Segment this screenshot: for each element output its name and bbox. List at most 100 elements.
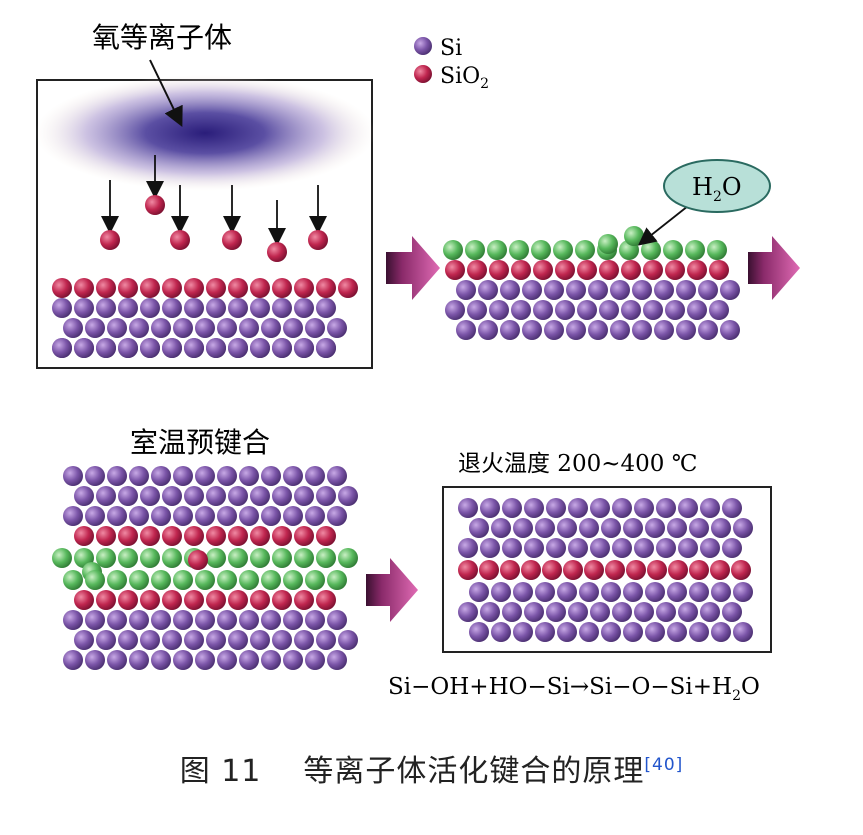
sio2-atom [250,278,270,298]
si-atom [129,610,149,630]
si-atom [173,650,193,670]
si-atom [654,320,674,340]
sio2-atom [458,560,478,580]
si-atom [612,538,632,558]
anneal-label: 退火温度 200~400 ℃ [458,451,697,477]
sio2-atom [521,560,541,580]
si-atom [85,610,105,630]
si-atom [643,300,663,320]
si-atom [294,298,314,318]
si-atom [676,280,696,300]
si-atom [250,486,270,506]
sio2-atom [621,260,641,280]
si-atom [283,318,303,338]
si-atom [52,338,72,358]
si-atom [588,280,608,300]
si-atom [555,300,575,320]
si-atom [645,622,665,642]
si-atom [522,280,542,300]
si-atom [667,622,687,642]
si-atom [546,602,566,622]
si-atom [733,518,753,538]
si-atom [665,300,685,320]
si-atom [118,486,138,506]
sio2-atom [52,278,72,298]
si-atom [601,582,621,602]
si-atom [566,320,586,340]
sio2-atom [555,260,575,280]
hydroxyl-atom [151,570,171,590]
si-atom [195,610,215,630]
reaction-equation: Si−OH+HO−Si→Si−O−Si+H2O [388,674,760,704]
si-atom [676,320,696,340]
si-atom [502,538,522,558]
si-atom [491,582,511,602]
si-atom [217,466,237,486]
bonded-lattice [458,498,753,642]
si-atom [733,582,753,602]
hydroxyl-atom [272,548,292,568]
prebond-lattice [52,466,358,670]
si-atom [283,610,303,630]
si-atom [720,280,740,300]
si-atom [689,582,709,602]
sio2-atom [445,260,465,280]
si-atom [316,486,336,506]
si-atom [720,320,740,340]
legend-sio2-swatch [414,65,432,83]
si-atom [667,518,687,538]
sio2-atom [184,278,204,298]
sio2-atom [250,590,270,610]
si-atom [513,582,533,602]
reference-marker: [40] [644,755,684,775]
si-atom [239,650,259,670]
si-atom [502,498,522,518]
sio2-atom [74,590,94,610]
si-atom [107,318,127,338]
sio2-atom [184,590,204,610]
sio2-atom [100,230,120,250]
sio2-atom [96,278,116,298]
si-atom [456,280,476,300]
sio2-atom [140,278,160,298]
si-atom [195,318,215,338]
si-atom [610,280,630,300]
si-atom [535,518,555,538]
si-atom [228,338,248,358]
si-atom [228,630,248,650]
si-atom [709,300,729,320]
hydroxyl-atom [663,240,683,260]
si-atom [162,338,182,358]
si-atom [151,318,171,338]
hydroxyl-atom [52,548,72,568]
legend-si-swatch [414,37,432,55]
hydroxyl-atom [443,240,463,260]
sio2-atom [467,260,487,280]
si-atom [272,298,292,318]
si-atom [480,498,500,518]
figure-number: 图 11 [179,754,262,789]
si-atom [689,622,709,642]
si-atom [107,466,127,486]
si-atom [63,466,83,486]
si-atom [478,320,498,340]
si-atom [74,298,94,318]
sio2-atom [709,260,729,280]
si-atom [316,298,336,318]
sio2-atom [222,230,242,250]
sio2-atom [140,590,160,610]
si-atom [261,466,281,486]
si-atom [151,610,171,630]
panel-annealing: 退火温度 200~400 ℃ Si−OH+HO−Si→Si−O−Si+H2O [388,451,772,704]
si-atom [173,610,193,630]
si-atom [74,338,94,358]
si-atom [522,320,542,340]
si-atom [489,300,509,320]
si-atom [621,300,641,320]
si-atom [305,318,325,338]
si-atom [700,498,720,518]
si-atom [579,582,599,602]
hydroxyl-atom [63,570,83,590]
sio2-atom [689,560,709,580]
hydroxyl-atom [305,570,325,590]
